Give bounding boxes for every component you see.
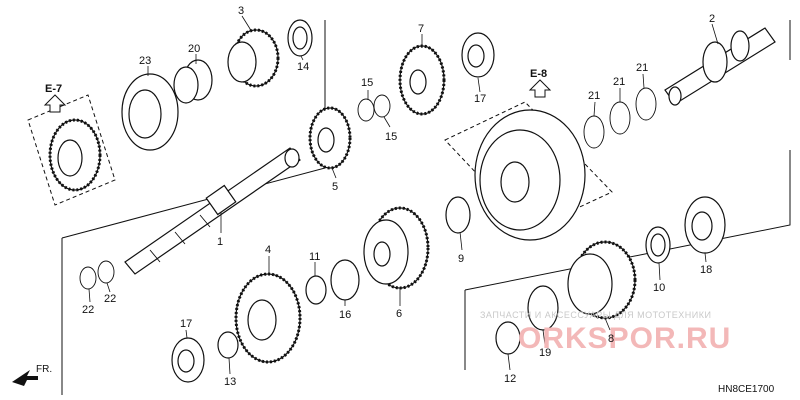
gear-part-5 bbox=[308, 106, 352, 170]
callout-17-lower: 17 bbox=[180, 318, 192, 330]
diagram-code: HN8CE1700 bbox=[718, 384, 775, 395]
callout-15-a: 15 bbox=[361, 77, 373, 89]
ref-label-e7[interactable]: E-7 bbox=[45, 83, 62, 95]
bearing-part-18 bbox=[684, 196, 726, 254]
callout-9: 9 bbox=[458, 253, 464, 265]
e7-reference-box bbox=[27, 94, 116, 206]
callout-10: 10 bbox=[653, 282, 665, 294]
callout-3: 3 bbox=[238, 5, 244, 17]
callout-7: 7 bbox=[418, 23, 424, 35]
needle-bearing-part-16 bbox=[330, 259, 360, 301]
callout-12: 12 bbox=[504, 373, 516, 385]
callout-6: 6 bbox=[396, 308, 402, 320]
callout-18: 18 bbox=[700, 264, 712, 276]
callout-20: 20 bbox=[188, 43, 200, 55]
callout-16: 16 bbox=[339, 309, 351, 321]
gear-part-8 bbox=[567, 240, 637, 320]
callout-15-b: 15 bbox=[385, 131, 397, 143]
callout-11: 11 bbox=[309, 251, 320, 263]
countershaft-part-2 bbox=[664, 27, 776, 106]
callout-22-a: 22 bbox=[82, 304, 94, 316]
washer-part-9 bbox=[445, 196, 471, 234]
ref-label-e8[interactable]: E-8 bbox=[530, 68, 547, 80]
bearing-part-23 bbox=[121, 73, 179, 151]
front-label: FR. bbox=[36, 364, 52, 375]
e8-reference-arrow[interactable] bbox=[528, 79, 552, 98]
gear-part-7 bbox=[398, 44, 446, 116]
callout-8: 8 bbox=[608, 333, 614, 345]
callout-17-upper: 17 bbox=[474, 93, 486, 105]
callout-5: 5 bbox=[332, 181, 338, 193]
callout-13: 13 bbox=[224, 376, 236, 388]
needle-bearing-part-20 bbox=[173, 59, 213, 104]
callout-1: 1 bbox=[217, 236, 223, 248]
callout-4: 4 bbox=[265, 244, 271, 256]
callout-21-b: 21 bbox=[613, 76, 625, 88]
gear-part-3 bbox=[227, 28, 280, 88]
callout-19: 19 bbox=[539, 347, 551, 359]
front-direction-indicator: FR. bbox=[12, 364, 52, 386]
mainshaft-part-1 bbox=[124, 147, 301, 275]
e7-reference-arrow[interactable] bbox=[43, 94, 67, 113]
snap-ring-part-15 bbox=[357, 94, 391, 122]
callout-14: 14 bbox=[297, 61, 309, 73]
callout-2: 2 bbox=[709, 13, 715, 25]
washer-part-11 bbox=[305, 275, 327, 305]
leader-lines bbox=[88, 15, 719, 375]
callout-23: 23 bbox=[139, 55, 151, 67]
washer-part-13 bbox=[217, 331, 239, 359]
watermark-logo: ORKSPOR.RU bbox=[518, 322, 731, 355]
watermark-caption: ЗАПЧАСТИ И АКСЕССУАРЫ ДЛЯ МОТОТЕХНИКИ bbox=[480, 310, 711, 320]
washer-part-12 bbox=[495, 321, 521, 355]
gear-e7 bbox=[48, 118, 102, 192]
callout-21-c: 21 bbox=[636, 62, 648, 74]
bearing-part-17-lower bbox=[171, 337, 205, 383]
callout-21-a: 21 bbox=[588, 90, 600, 102]
gear-part-6 bbox=[363, 206, 430, 290]
bearing-part-17-upper bbox=[461, 32, 495, 78]
clutch-drum-assembly bbox=[474, 109, 586, 241]
washer-part-14 bbox=[287, 19, 313, 57]
gear-part-4 bbox=[234, 272, 302, 364]
callout-22-b: 22 bbox=[104, 293, 116, 305]
washer-part-10 bbox=[645, 226, 671, 264]
snap-rings-part-22 bbox=[79, 260, 115, 290]
